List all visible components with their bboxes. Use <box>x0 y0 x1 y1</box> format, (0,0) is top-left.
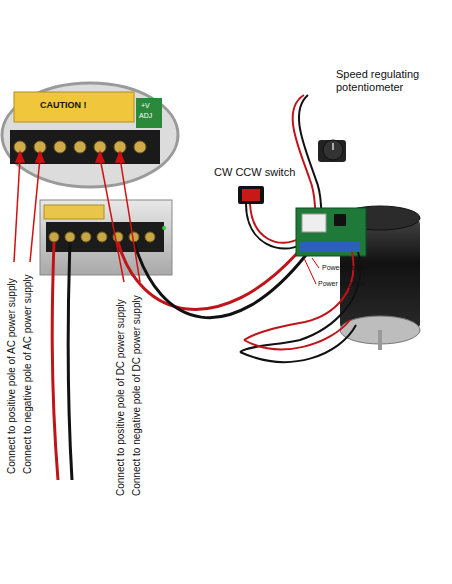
connection-note: Connect to negative pole of AC power sup… <box>22 274 34 474</box>
terminal-mark: ADJ <box>139 112 152 120</box>
component-label: Speed regulating potentiometer <box>336 68 446 93</box>
connection-note: Connect to positive pole of AC power sup… <box>6 278 18 474</box>
wire-label: Power negative <box>318 280 366 288</box>
connection-note: Connect to positive pole of DC power sup… <box>115 299 127 496</box>
caution-text: CAUTION ! <box>40 100 87 110</box>
component-label: CW CCW switch <box>214 166 295 179</box>
connection-note: Connect to negative pole of DC power sup… <box>131 295 143 496</box>
wire-label: Power positive <box>322 264 368 272</box>
terminal-mark: +V <box>141 102 150 110</box>
